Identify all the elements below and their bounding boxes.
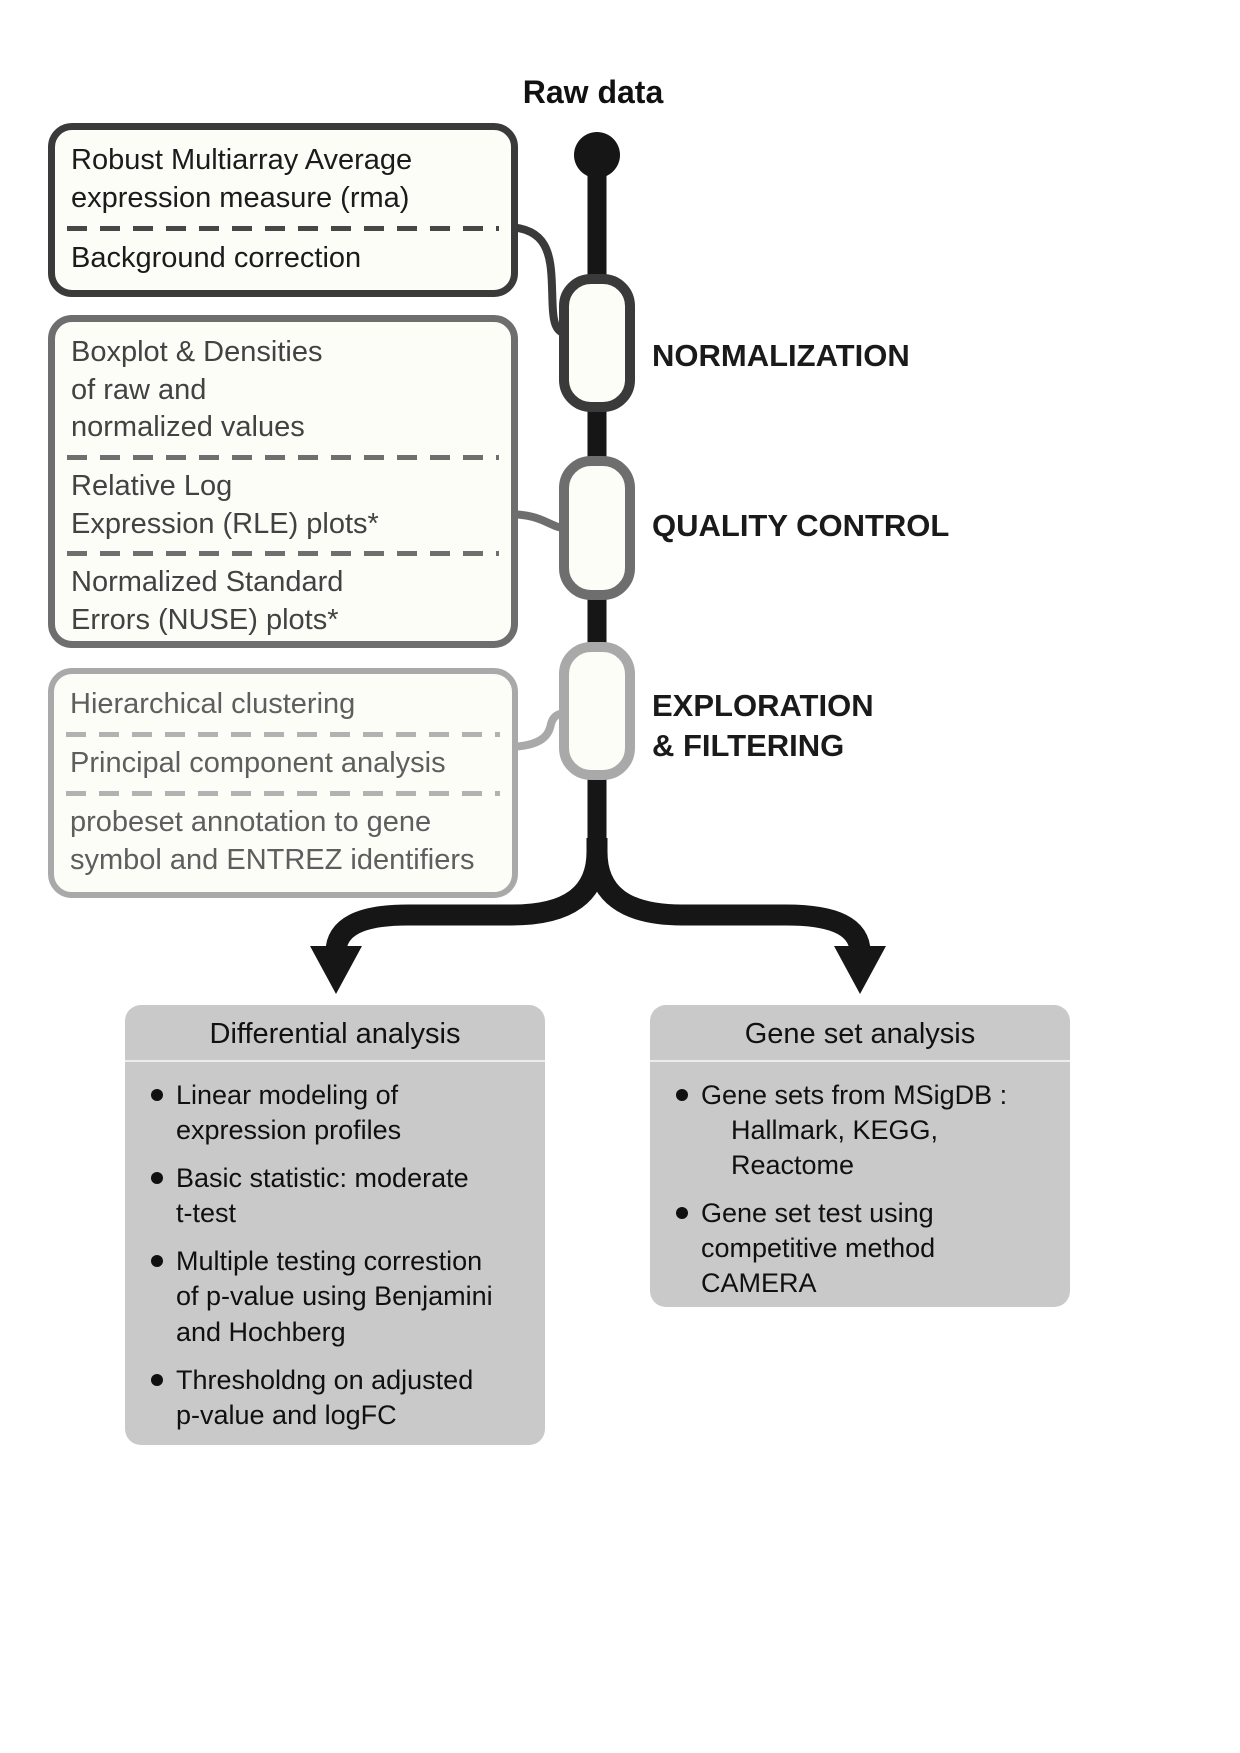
- normalization-node: [559, 274, 635, 412]
- raw-data-node: [574, 132, 620, 178]
- bullet-text: Gene sets from MSigDB : Hallmark, KEGG, …: [701, 1080, 1008, 1181]
- bullet-icon: [151, 1255, 163, 1268]
- panel-title: Differential analysis: [125, 1005, 545, 1062]
- dashed-divider: [67, 226, 499, 232]
- step-text-hierarchical-clustering: Hierarchical clustering: [70, 688, 356, 721]
- bullet-text: Linear modeling of expression profiles: [176, 1080, 402, 1146]
- panel-title: Gene set analysis: [650, 1005, 1070, 1062]
- bullet-icon: [151, 1172, 163, 1185]
- bullet-list: Gene sets from MSigDB : Hallmark, KEGG, …: [650, 1062, 1070, 1312]
- step-text-pca: Principal component analysis: [70, 747, 446, 780]
- bullet-text: Thresholdng on adjusted p-value and logF…: [176, 1364, 474, 1430]
- list-item: Basic statistic: moderate t-test: [151, 1161, 531, 1231]
- bullet-list: Linear modeling of expression profiles B…: [125, 1062, 545, 1443]
- quality-control-steps-box: Boxplot & Densities of raw and normalize…: [48, 315, 518, 648]
- normalization-connector: [504, 223, 569, 338]
- step-text-boxplot-densities: Boxplot & Densities of raw and normalize…: [71, 336, 323, 444]
- normalization-steps-box: Robust Multiarray Average expression mea…: [48, 123, 518, 297]
- list-item: Multiple testing correstion of p-value u…: [151, 1244, 531, 1349]
- stage-label-quality-control: QUALITY CONTROL: [652, 508, 950, 543]
- list-item: Linear modeling of expression profiles: [151, 1078, 531, 1148]
- dashed-divider: [66, 791, 500, 797]
- quality-control-node: [559, 456, 635, 600]
- bullet-icon: [676, 1207, 688, 1220]
- dashed-divider: [67, 551, 499, 557]
- step-text-probeset-annotation: probeset annotation to gene symbol and E…: [70, 806, 475, 877]
- step-text-rle-plots: Relative Log Expression (RLE) plots*: [71, 470, 379, 540]
- right-arrowhead-icon: [834, 946, 886, 994]
- step-text-nuse-plots: Normalized Standard Errors (NUSE) plots*: [71, 566, 344, 637]
- raw-data-label: Raw data: [522, 74, 664, 110]
- bullet-icon: [151, 1089, 163, 1101]
- stage-label-normalization: NORMALIZATION: [652, 338, 910, 373]
- left-arrowhead-icon: [310, 946, 362, 994]
- stage-label-exploration-filtering: EXPLORATION & FILTERING: [652, 688, 874, 763]
- bullet-icon: [151, 1373, 163, 1386]
- bullet-text: Gene set test using competitive method C…: [701, 1198, 936, 1299]
- list-item: Thresholdng on adjusted p-value and logF…: [151, 1363, 531, 1433]
- differential-analysis-panel: Differential analysis Linear modeling of…: [125, 1005, 545, 1445]
- bullet-icon: [676, 1089, 688, 1101]
- dashed-divider: [66, 732, 500, 738]
- bullet-text: Multiple testing correstion of p-value u…: [176, 1246, 493, 1347]
- step-text-background-correction: Background correction: [71, 241, 362, 274]
- exploration-node: [559, 642, 635, 780]
- gene-set-analysis-panel: Gene set analysis Gene sets from MSigDB …: [650, 1005, 1070, 1307]
- list-item: Gene sets from MSigDB : Hallmark, KEGG, …: [676, 1078, 1056, 1183]
- bullet-text: Basic statistic: moderate t-test: [176, 1163, 469, 1229]
- exploration-steps-box: Hierarchical clustering Principal compon…: [48, 668, 518, 898]
- right-branch-line: [586, 838, 871, 953]
- dashed-divider: [67, 455, 499, 461]
- list-item: Gene set test using competitive method C…: [676, 1196, 1056, 1301]
- step-text-rma: Robust Multiarray Average expression mea…: [71, 144, 413, 215]
